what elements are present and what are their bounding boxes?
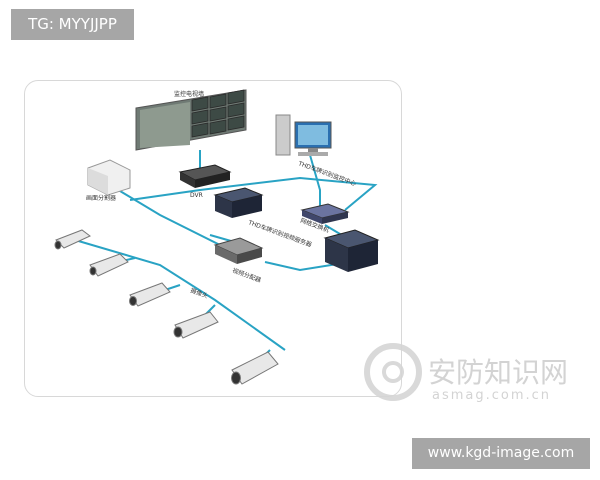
center-switch-line bbox=[309, 154, 321, 210]
backbone-line bbox=[129, 176, 378, 211]
top-watermark-tag: TG: MYYJJPP bbox=[11, 9, 134, 40]
video-wall bbox=[135, 89, 247, 151]
label-recognition-center: THD车牌识别监控中心 bbox=[296, 159, 357, 188]
camera-5 bbox=[231, 351, 279, 385]
watermark-cn-text: 安防知识网 bbox=[428, 356, 568, 389]
label-encoder: 画面分割器 bbox=[86, 194, 116, 202]
camera-bus-line bbox=[74, 239, 286, 351]
label-video-distributor: 视频分配器 bbox=[231, 266, 262, 284]
bottom-watermark-tag: www.kgd-image.com bbox=[412, 438, 590, 469]
watermark-logo-icon bbox=[364, 343, 422, 401]
monitoring-center-pc bbox=[275, 114, 332, 156]
label-video-wall: 监控电视墙 bbox=[174, 90, 204, 98]
cameras bbox=[54, 229, 279, 385]
label-dvr: DVR bbox=[190, 192, 203, 199]
video-distributor bbox=[213, 237, 264, 264]
camera-1 bbox=[54, 229, 91, 250]
site-watermark: 安防知识网 asmag.com.cn bbox=[364, 343, 568, 403]
label-camera: 摄像头 bbox=[189, 286, 209, 300]
camera-3 bbox=[129, 282, 171, 307]
watermark-en-text: asmag.com.cn bbox=[432, 388, 551, 403]
network-switch bbox=[300, 203, 350, 224]
server-rack bbox=[323, 229, 380, 272]
dvr-device bbox=[178, 164, 232, 188]
camera-4 bbox=[173, 311, 219, 339]
encoder-box bbox=[87, 159, 131, 196]
camera-2 bbox=[89, 253, 129, 277]
encoder-distributor-line bbox=[109, 184, 241, 256]
recognition-server bbox=[213, 187, 264, 218]
